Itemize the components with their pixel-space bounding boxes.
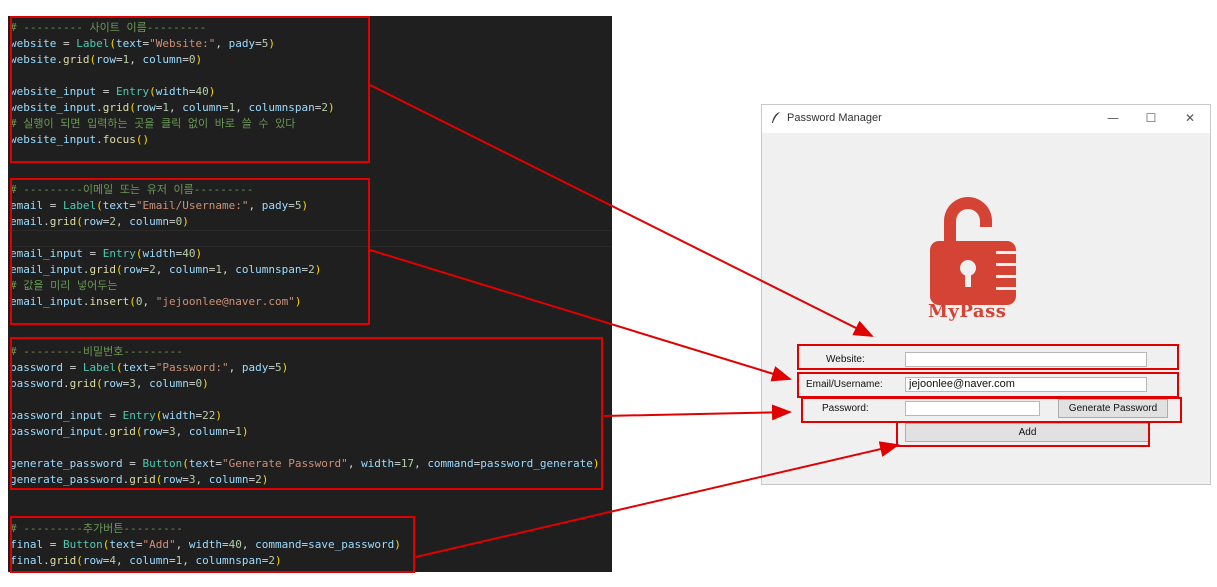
code-line: # --------- 사이트 이름--------- <box>10 21 207 34</box>
password-label: Password: <box>822 403 869 414</box>
add-row-highlight <box>896 421 1150 447</box>
minimize-button[interactable]: — <box>1107 111 1119 125</box>
padlock-logo-icon <box>930 197 1018 305</box>
logo-text: MyPass <box>928 301 1007 322</box>
code-line: email_input.insert(0, "jejoonlee@naver.c… <box>10 295 302 308</box>
current-line-highlight <box>8 230 612 247</box>
code-block-email-highlight <box>10 178 370 325</box>
feather-icon <box>772 112 780 123</box>
arrow-website <box>369 84 874 337</box>
code-line: password_input = Entry(width=22) <box>10 409 222 422</box>
code-line: website.grid(row=1, column=0) <box>10 53 203 66</box>
email-label: Email/Username: <box>806 379 883 390</box>
code-line: final.grid(row=4, column=1, columnspan=2… <box>10 554 282 567</box>
code-line: email = Label(text="Email/Username:", pa… <box>10 199 309 212</box>
email-input[interactable]: jejoonlee@naver.com <box>905 377 1147 392</box>
code-line: generate_password = Button(text="Generat… <box>10 457 600 470</box>
code-block-add-highlight <box>10 516 415 573</box>
code-line: password.grid(row=3, column=0) <box>10 377 209 390</box>
generate-password-button[interactable]: Generate Password <box>1058 399 1168 418</box>
code-line: final = Button(text="Add", width=40, com… <box>10 538 401 551</box>
code-line: website_input.grid(row=1, column=1, colu… <box>10 101 335 114</box>
password-input[interactable] <box>905 401 1040 416</box>
code-line: # 실행이 되면 입력하는 곳을 클릭 없이 바로 쓸 수 있다 <box>10 117 296 130</box>
code-line: website_input.focus() <box>10 133 150 146</box>
website-row-highlight <box>797 344 1179 370</box>
code-line: password = Label(text="Password:", pady=… <box>10 361 289 374</box>
code-line: website = Label(text="Website:", pady=5) <box>10 37 275 50</box>
code-block-website-highlight <box>10 16 370 163</box>
code-line: password_input.grid(row=3, column=1) <box>10 425 249 438</box>
code-line: # ---------비밀번호--------- <box>10 345 183 358</box>
title-bar: Password Manager — ☐ ✕ <box>762 105 1210 133</box>
code-line: # ---------이메일 또는 유저 이름--------- <box>10 183 254 196</box>
code-line: generate_password.grid(row=3, column=2) <box>10 473 269 486</box>
close-button[interactable]: ✕ <box>1184 111 1196 125</box>
code-line: website_input = Entry(width=40) <box>10 85 216 98</box>
website-label: Website: <box>826 354 865 365</box>
code-block-password-highlight <box>10 337 603 490</box>
code-line: email.grid(row=2, column=0) <box>10 215 189 228</box>
code-line: email_input = Entry(width=40) <box>10 247 203 260</box>
arrow-add <box>415 441 900 558</box>
arrow-email <box>369 249 792 382</box>
window-title: Password Manager <box>787 112 882 124</box>
website-input[interactable] <box>905 352 1147 367</box>
code-line: # 값을 미리 넣어두는 <box>10 279 118 292</box>
maximize-button[interactable]: ☐ <box>1145 111 1157 125</box>
arrow-password <box>603 404 792 421</box>
code-line: # ---------추가버튼--------- <box>10 522 183 535</box>
code-line: email_input.grid(row=2, column=1, column… <box>10 263 322 276</box>
